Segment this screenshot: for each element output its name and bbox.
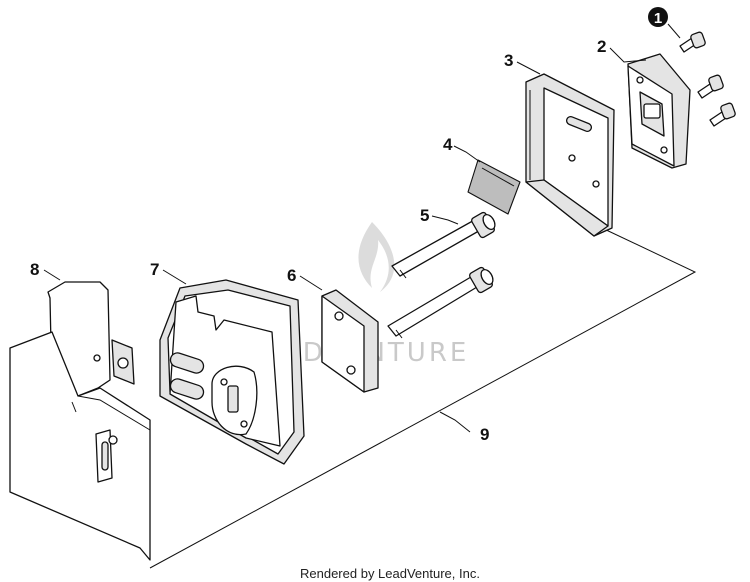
callout-2: 2	[597, 37, 606, 56]
screw-3	[709, 102, 736, 127]
part-1-screws	[679, 31, 736, 127]
svg-text:1: 1	[654, 10, 662, 27]
part-3-cover	[525, 73, 615, 237]
callout-1: 1	[648, 7, 668, 27]
part-6-gasket	[321, 289, 379, 393]
callout-3: 3	[504, 51, 513, 70]
callout-5: 5	[420, 206, 429, 225]
callout-9: 9	[480, 425, 489, 444]
part-2-plate	[627, 53, 691, 169]
leader-lines	[43, 23, 681, 433]
callout-4: 4	[443, 135, 453, 154]
screw-1	[679, 31, 706, 53]
render-credit: Rendered by LeadVenture, Inc.	[300, 566, 480, 581]
part-7-muffler	[159, 279, 305, 465]
callout-7: 7	[150, 260, 159, 279]
callout-6: 6	[287, 266, 296, 285]
flame-logo-icon	[358, 222, 395, 292]
bolt-lower	[387, 266, 494, 339]
part-4-screen	[467, 159, 521, 215]
callout-8: 8	[30, 260, 39, 279]
base-outline-9	[149, 227, 697, 569]
callouts: 1 2 3 4 5 6 7 8 9	[30, 7, 668, 444]
part-5-bolts	[387, 211, 496, 339]
bolt-upper	[391, 211, 496, 279]
screw-2	[697, 74, 724, 99]
part-8-shield	[9, 281, 151, 561]
